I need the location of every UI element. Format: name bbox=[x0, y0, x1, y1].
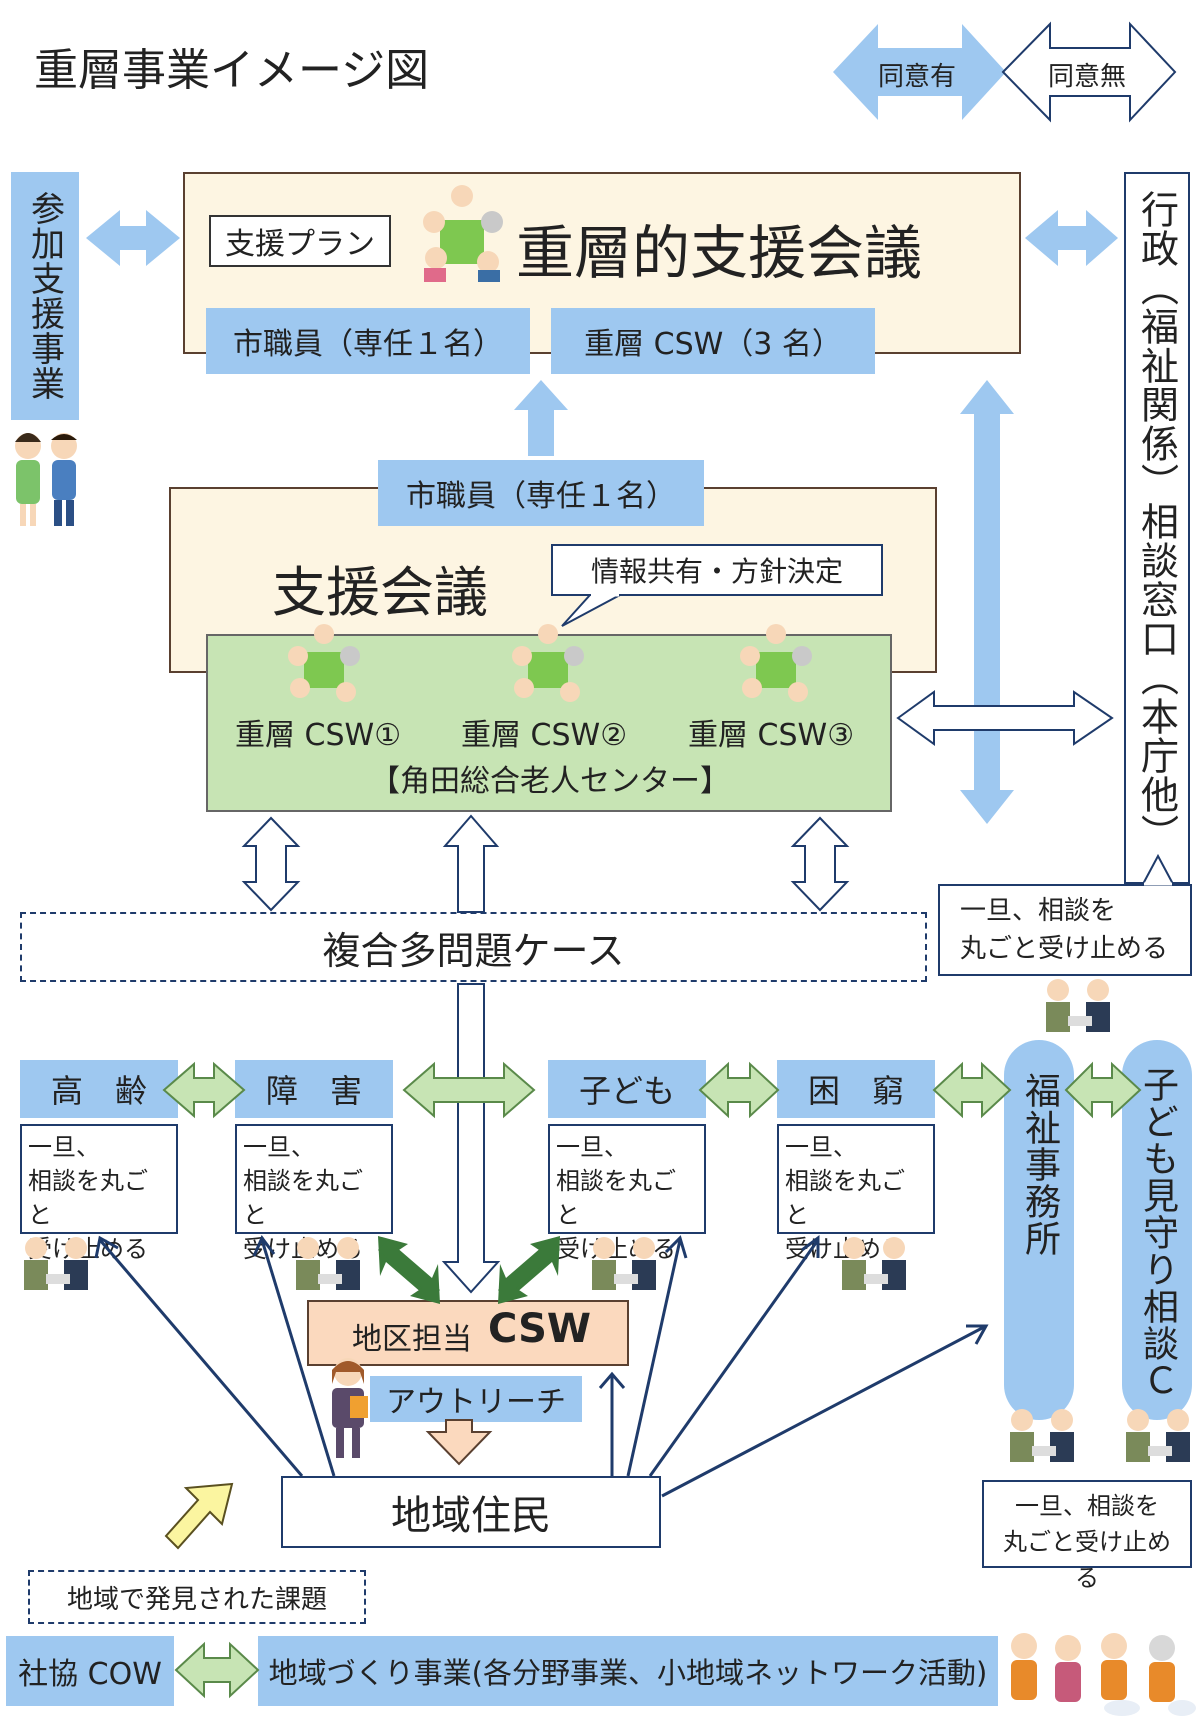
top-member-city: 市職員（専任１名） bbox=[206, 308, 530, 374]
admin-consultation-bar: 行政（福祉関係）相談窓口（本庁他） bbox=[1124, 172, 1190, 884]
note-children: 一旦、 相談を丸ごと 受け止める bbox=[548, 1124, 706, 1263]
page-title: 重層事業イメージ図 bbox=[34, 45, 430, 96]
district-csw-csw: CSW bbox=[488, 1306, 592, 1352]
found-issues-box: 地域で発見された課題 bbox=[28, 1570, 366, 1624]
consultation-icon-elderly bbox=[18, 1234, 96, 1290]
participation-support-bar: 参加支援事業 bbox=[11, 172, 79, 420]
local-residents-box: 地域住民 bbox=[281, 1476, 661, 1548]
csw-group-icon-2 bbox=[508, 622, 588, 706]
arrow-case-down bbox=[441, 983, 501, 1294]
consultation-icon-welfare bbox=[1004, 1406, 1082, 1462]
arrow-green-diagonal-right bbox=[498, 1236, 560, 1304]
arrow-left-bar-meeting bbox=[86, 210, 180, 266]
district-csw-box bbox=[307, 1300, 629, 1366]
welfare-office-pill: 福祉事務所 bbox=[1004, 1040, 1074, 1420]
note-disability: 一旦、 相談を丸ごと 受け止める bbox=[235, 1124, 393, 1263]
category-elderly: 高 齢 bbox=[20, 1060, 178, 1118]
meeting-people-icon bbox=[416, 182, 508, 282]
center-name: 【角田総合老人センター】 bbox=[370, 764, 730, 799]
volunteers-icon bbox=[1002, 1628, 1196, 1718]
note-elderly: 一旦、 相談を丸ごと 受け止める bbox=[20, 1124, 178, 1263]
complex-case-box: 複合多問題ケース bbox=[20, 912, 927, 982]
consultation-icon-children bbox=[586, 1234, 664, 1290]
category-children: 子ども bbox=[548, 1060, 706, 1118]
consultation-icon-poverty bbox=[836, 1234, 914, 1290]
arrow-found-issues bbox=[164, 1482, 234, 1550]
support-city-label: 市職員（専任１名） bbox=[378, 460, 704, 526]
support-plan-label: 支援プラン bbox=[209, 215, 391, 267]
outreach-label: アウトリーチ bbox=[370, 1376, 582, 1422]
arrow-center-to-admin bbox=[896, 690, 1114, 746]
category-disability: 障 害 bbox=[235, 1060, 393, 1118]
csw-unit-2: 重層 CSW② bbox=[461, 718, 628, 753]
community-building-project: 地域づくり事業(各分野事業、小地域ネットワーク活動) bbox=[258, 1636, 998, 1706]
csw-group-icon-1 bbox=[284, 622, 364, 706]
category-poverty: 困 窮 bbox=[777, 1060, 935, 1118]
arrow-vertical-blue bbox=[960, 380, 1014, 824]
consultation-icon-disability bbox=[290, 1234, 368, 1290]
consultation-icon-right bbox=[1040, 976, 1118, 1032]
social-council-cow: 社協 COW bbox=[6, 1636, 174, 1706]
note-poverty: 一旦、 相談を丸ごと 受け止める bbox=[777, 1124, 935, 1263]
arrow-csw3-case bbox=[790, 816, 850, 912]
legend-consent-no: 同意無 bbox=[1048, 62, 1127, 92]
arrow-up-to-meeting bbox=[514, 380, 568, 456]
info-share-callout: 情報共有・方針決定 bbox=[551, 544, 883, 596]
arrow-cow-project bbox=[174, 1641, 260, 1699]
multi-layer-meeting-title: 重層的支援会議 bbox=[516, 219, 923, 287]
receive-once-bottom: 一旦、相談を 丸ごと受け止める bbox=[982, 1480, 1192, 1592]
participants-icon bbox=[6, 424, 86, 532]
csw-worker-icon bbox=[320, 1356, 376, 1460]
csw-unit-3: 重層 CSW③ bbox=[688, 718, 855, 753]
consultation-icon-child-center bbox=[1120, 1406, 1198, 1462]
arrow-children-poverty bbox=[698, 1061, 780, 1119]
arrow-meeting-admin bbox=[1025, 210, 1118, 266]
receive-once-right: 一旦、相談を 丸ごと受け止める bbox=[938, 884, 1192, 976]
top-member-csw: 重層 CSW（3 名） bbox=[551, 308, 875, 374]
support-meeting-title: 支援会議 bbox=[272, 561, 488, 624]
csw-group-icon-3 bbox=[736, 622, 816, 706]
legend-consent-yes: 同意有 bbox=[878, 62, 957, 92]
arrow-up-to-center bbox=[442, 814, 500, 913]
arrow-green-diagonal-left bbox=[378, 1236, 440, 1304]
district-csw-prefix: 地区担当 bbox=[352, 1322, 472, 1357]
arrow-csw1-case bbox=[241, 816, 301, 912]
arrow-outreach-down bbox=[425, 1419, 493, 1466]
child-watch-center-pill: 子ども見守り相談Ｃ bbox=[1122, 1040, 1192, 1420]
arrow-disability-children bbox=[402, 1061, 536, 1119]
csw-unit-1: 重層 CSW① bbox=[235, 718, 402, 753]
arrow-poverty-welfare bbox=[932, 1061, 1012, 1119]
